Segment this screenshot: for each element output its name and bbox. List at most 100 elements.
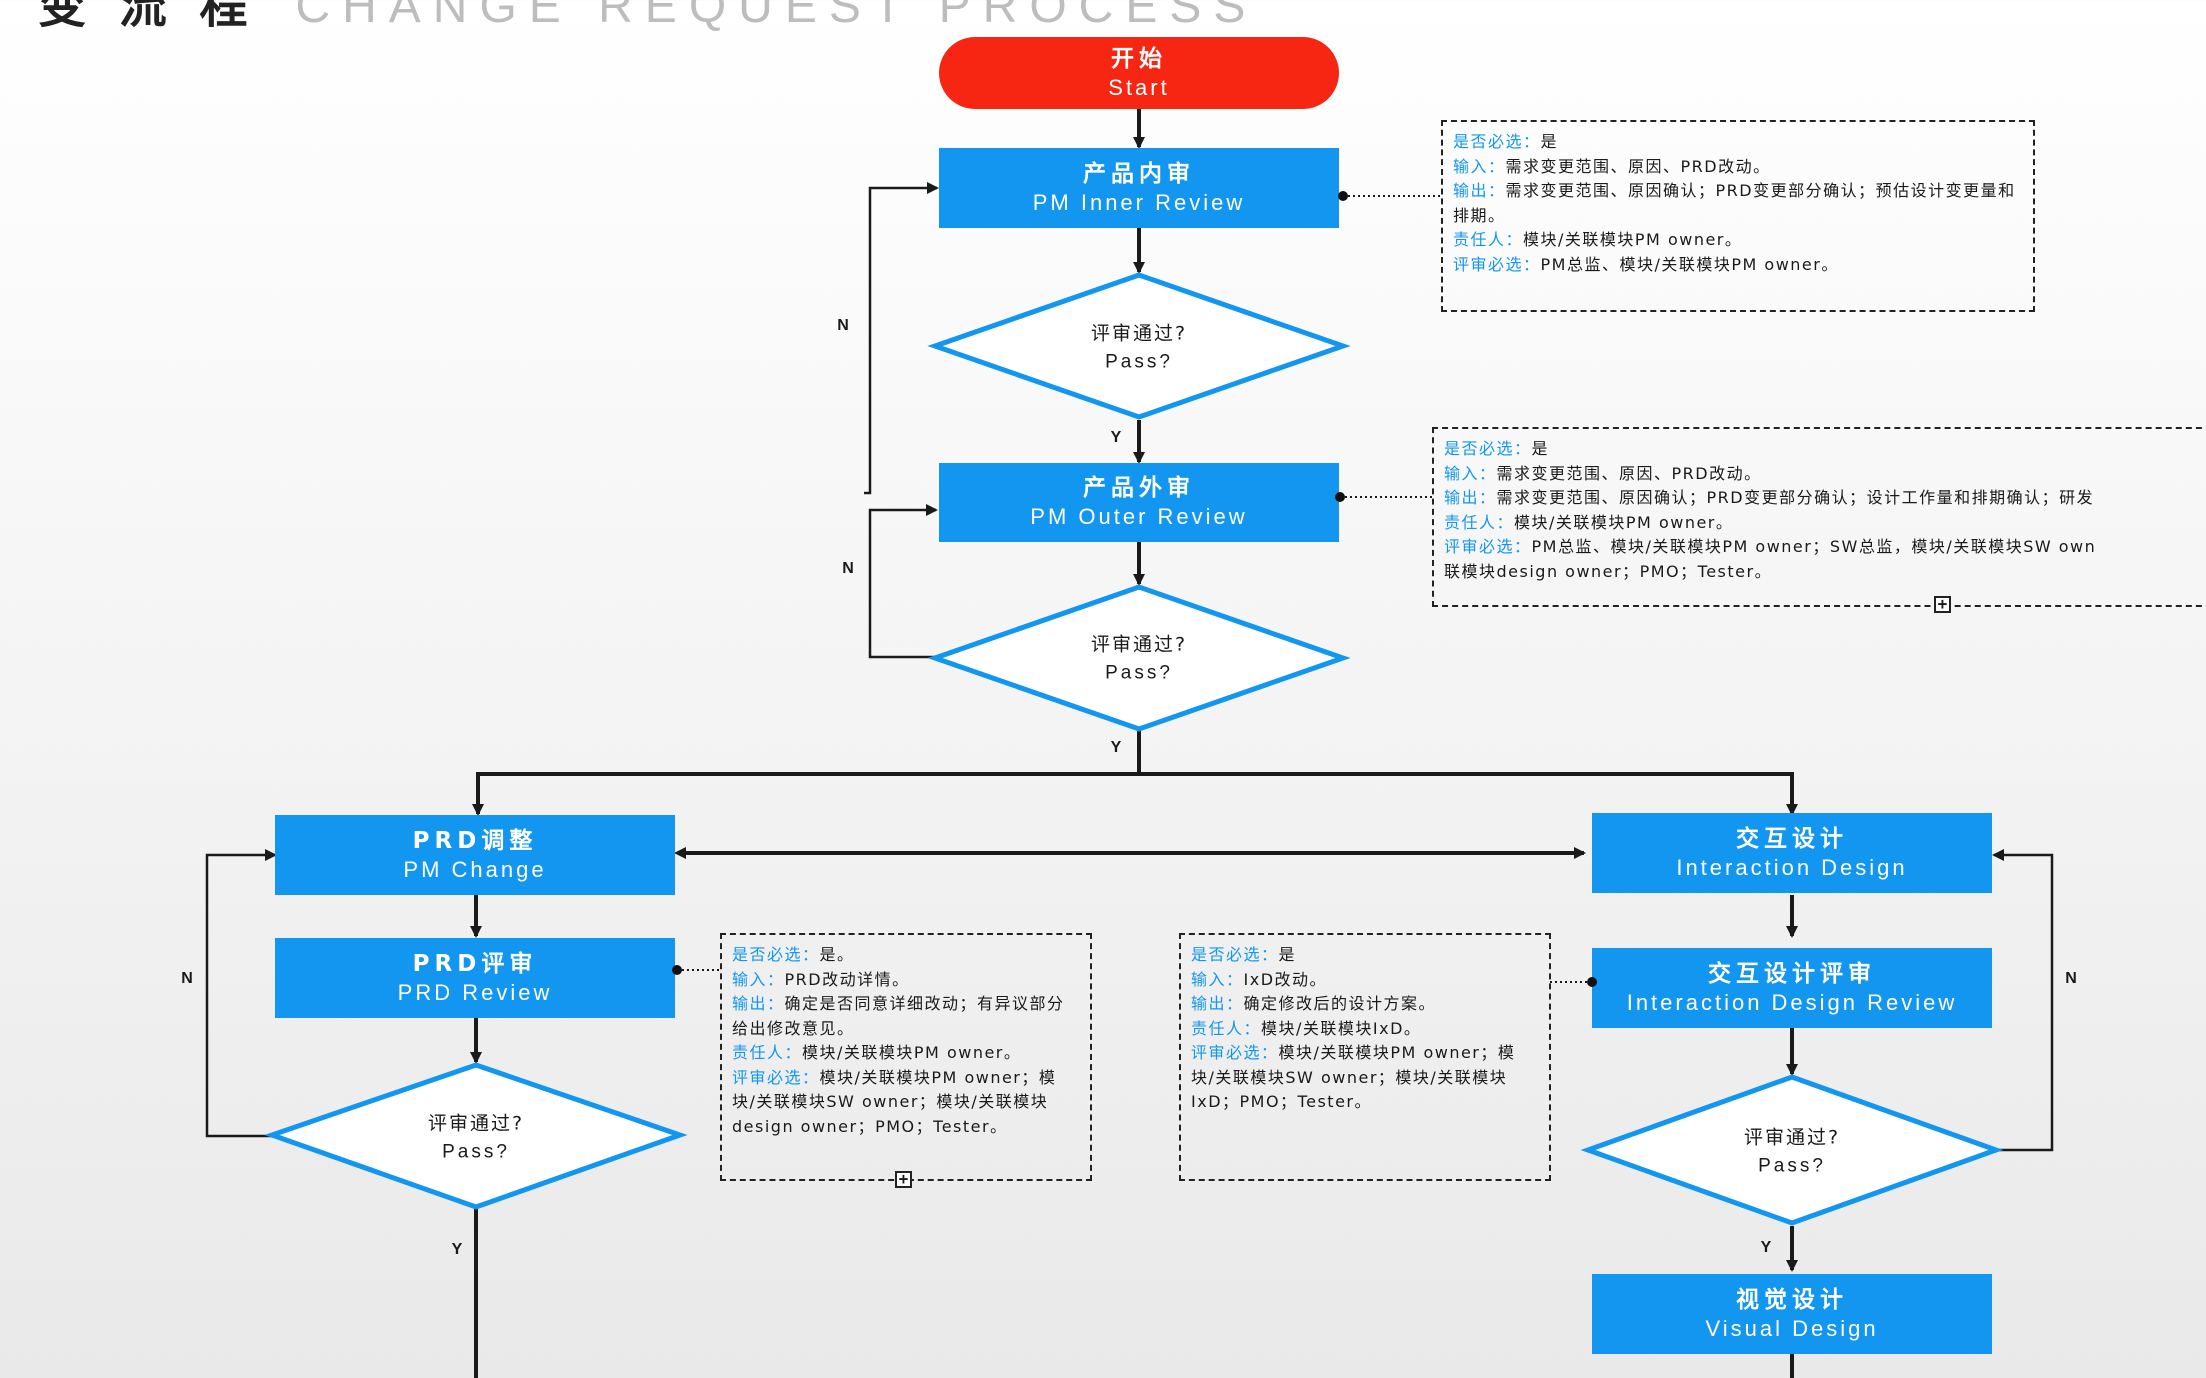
note-review-value: 模块/关联模块PM owner；模块/关联模块SW owner；模块/关联模块d… [732,1067,1057,1136]
no-label-1: N [837,317,849,334]
note-required-key: 是否必选： [1444,439,1532,458]
prd-change-node[interactable]: PRD调整 PM Change [275,815,675,895]
note-prd-review: 是否必选：是。 输入：PRD改动详情。 输出：确定是否同意详细改动；有异议部分给… [720,933,1092,1181]
expand-icon-outer[interactable]: + [1934,596,1951,613]
pm-inner-review-node[interactable]: 产品内审 PM Inner Review [939,148,1339,228]
note-input-key: 输入： [1191,969,1244,989]
note-owner-key: 责任人： [732,1043,803,1062]
decision-diamond-4 [1580,1074,2004,1226]
note-required-key: 是否必选： [732,945,820,964]
edge-d3-no-loop [205,849,277,1138]
note-output-value: 确定修改后的设计方案。 [1243,994,1437,1013]
page-title-cn: 变 流 程 [38,0,256,34]
note-interaction-design-review: 是否必选：是 输入：IxD改动。 输出：确定修改后的设计方案。 责任人：模块/关… [1179,933,1551,1181]
expand-icon-prd[interactable]: + [895,1171,912,1188]
decision-label-2: 评审通过? Pass? [1091,631,1187,686]
note-required-value: 是 [1540,132,1559,151]
yes-label-3: Y [451,1241,463,1258]
note-review-key: 评审必选： [1453,254,1541,274]
no-label-4: N [2065,970,2077,987]
pm-outer-review-node[interactable]: 产品外审 PM Outer Review [939,463,1339,542]
note-anchor-dot-outer [1335,492,1345,502]
start-node-label-cn: 开始 [1111,45,1167,72]
note-input-key: 输入： [1453,156,1506,176]
note-review-value: PM总监、模块/关联模块PM owner；SW总监，模块/关联模块SW own [1531,537,2097,556]
prd-review-label-cn: PRD评审 [412,950,538,977]
note-anchor-dot-prd [672,965,682,975]
note-output-key: 输出： [1191,994,1244,1013]
pm-inner-review-label-cn: 产品内审 [1083,160,1195,187]
note-output-value: 确定是否同意详细改动；有异议部分给出修改意见。 [732,994,1065,1038]
note-input-key: 输入： [732,969,785,989]
decision-label-2-cn: 评审通过? [1090,633,1188,656]
note-output-value: 需求变更范围、原因确认；PRD变更部分确认；预估设计变更量和排期。 [1453,181,2016,225]
edge-d2-no-loop [868,504,938,659]
decision-diamond-1 [927,272,1351,420]
note-owner-value: 模块/关联模块PM owner。 [802,1043,1022,1062]
note-input-value: IxD改动。 [1243,969,1328,989]
prd-review-node[interactable]: PRD评审 PRD Review [275,938,675,1018]
note-output-key: 输出： [732,994,785,1013]
note-output-value: 需求变更范围、原因确认；PRD变更部分确认；设计工作量和排期确认；研发 [1496,488,2095,507]
note-required-key: 是否必选： [1191,945,1279,964]
decision-diamond-2 [927,584,1351,732]
yes-label-1: Y [1110,429,1122,446]
note-required-value: 是 [1531,439,1550,458]
note-anchor-dot-ixd [1587,977,1597,987]
edge-d1-no-loop [864,182,939,495]
prd-review-label-en: PRD Review [397,979,553,1005]
note-output-key: 输出： [1444,488,1497,507]
pm-outer-review-label-en: PM Outer Review [1030,504,1248,530]
note-required-value: 是 [1278,945,1297,964]
note-input-value: 需求变更范围、原因、PRD改动。 [1505,156,1771,176]
decision-label-3-cn: 评审通过? [427,1112,525,1135]
interaction-design-label-en: Interaction Design [1676,854,1908,880]
note-anchor-dot-inner [1338,191,1348,201]
page-title: 变 流 程 CHANGE REQUEST PROCESS [38,0,1257,36]
note-output-key: 输出： [1453,181,1506,200]
interaction-design-label-cn: 交互设计 [1736,825,1848,852]
note-required-value: 是。 [819,945,855,964]
edge-d4-no-loop [1992,849,2054,1152]
note-input-key: 输入： [1444,463,1497,483]
note-review-value: PM总监、模块/关联模块PM owner。 [1540,254,1839,274]
decision-label-3: 评审通过? Pass? [428,1110,524,1165]
decision-label-2-en: Pass? [1105,662,1173,683]
no-label-2: N [842,560,854,577]
interaction-design-review-node[interactable]: 交互设计评审 Interaction Design Review [1592,948,1992,1028]
decision-label-1-en: Pass? [1105,351,1173,372]
visual-design-node[interactable]: 视觉设计 Visual Design [1592,1274,1992,1354]
prd-change-label-cn: PRD调整 [412,827,538,854]
start-node-label-en: Start [1108,74,1170,100]
note-input-value: 需求变更范围、原因、PRD改动。 [1496,463,1762,483]
start-node[interactable]: 开始 Start [939,37,1339,109]
note-review-key: 评审必选： [732,1067,820,1087]
visual-design-label-en: Visual Design [1705,1315,1879,1341]
yes-label-2: Y [1110,739,1122,756]
note-pm-outer-review: 是否必选：是 输入：需求变更范围、原因、PRD改动。 输出：需求变更范围、原因确… [1432,427,2206,607]
decision-label-1-cn: 评审通过? [1090,322,1188,345]
note-owner-value: 模块/关联模块PM owner。 [1523,230,1743,249]
visual-design-label-cn: 视觉设计 [1736,1286,1848,1313]
note-input-value: PRD改动详情。 [784,969,910,989]
decision-label-4-en: Pass? [1758,1155,1826,1176]
note-review-value: 模块/关联模块PM owner；模块/关联模块SW owner；模块/关联模块I… [1191,1043,1516,1111]
prd-change-label-en: PM Change [403,856,547,882]
note-owner-key: 责任人： [1453,230,1524,249]
decision-label-1: 评审通过? Pass? [1091,320,1187,375]
pm-inner-review-label-en: PM Inner Review [1032,189,1246,215]
note-owner-key: 责任人： [1191,1018,1262,1038]
note-required-key: 是否必选： [1453,132,1541,151]
note-pm-inner-review: 是否必选：是 输入：需求变更范围、原因、PRD改动。 输出：需求变更范围、原因确… [1441,120,2035,312]
note-owner-key: 责任人： [1444,512,1515,532]
interaction-design-review-label-en: Interaction Design Review [1626,989,1958,1015]
interaction-design-node[interactable]: 交互设计 Interaction Design [1592,813,1992,893]
page-title-en: CHANGE REQUEST PROCESS [295,0,1258,33]
note-owner-value: 模块/关联模块IxD。 [1261,1018,1422,1038]
note-review-key: 评审必选： [1444,537,1532,556]
decision-label-4: 评审通过? Pass? [1744,1124,1840,1179]
note-owner-value: 模块/关联模块PM owner。 [1514,512,1734,532]
decision-label-3-en: Pass? [442,1141,510,1162]
decision-label-4-cn: 评审通过? [1743,1126,1841,1149]
